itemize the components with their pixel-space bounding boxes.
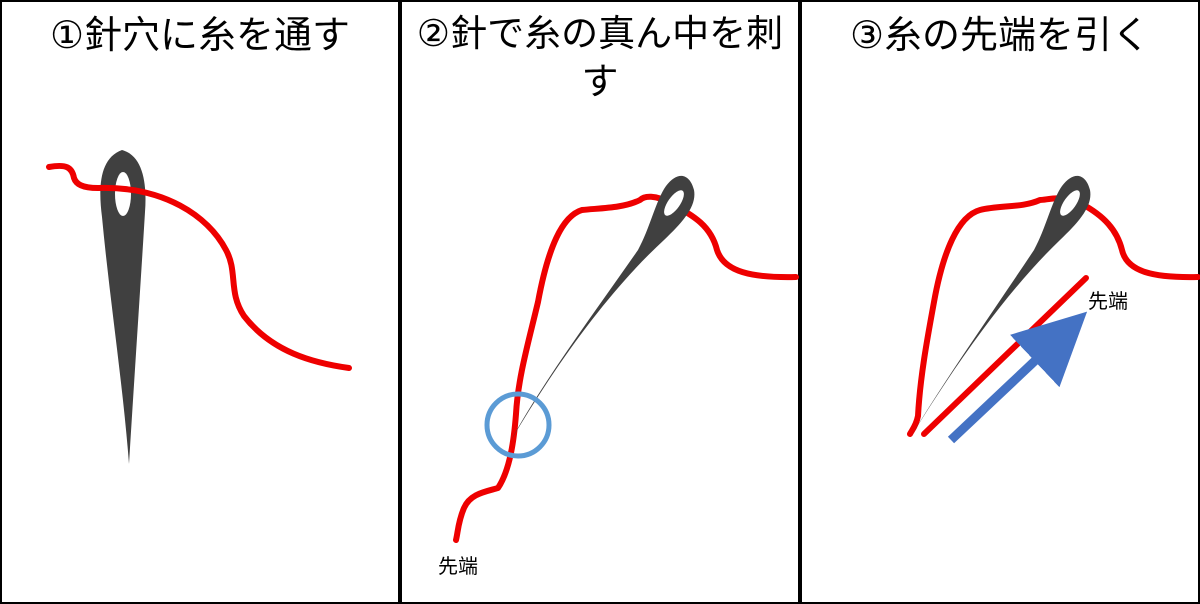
thread-line	[453, 193, 799, 543]
thread-tip-label: 先端	[438, 554, 478, 578]
thread-tip-label: 先端	[1088, 289, 1128, 313]
step-title-1: ①針穴に糸を通す	[49, 13, 351, 57]
thread-back-segment	[46, 162, 101, 191]
thread-line	[95, 184, 352, 371]
needle-eye	[664, 190, 684, 216]
needle-body	[910, 175, 1091, 439]
step-title-3: ③糸の先端を引く	[849, 13, 1151, 57]
pull-arrow	[947, 311, 1088, 444]
step-panel-2: ②針で糸の真ん中を刺 す 先端	[400, 0, 800, 604]
thread-tip-line	[921, 275, 1089, 437]
needle-body	[510, 175, 695, 443]
step-3-illustration	[907, 175, 1200, 444]
thread-line	[907, 195, 1200, 437]
needle-eye	[115, 172, 131, 216]
step-title-2: ②針で糸の真ん中を刺 す	[416, 12, 784, 103]
step-panel-1: ①針穴に糸を通す	[0, 0, 400, 604]
needle-body	[100, 150, 146, 464]
needle-icon	[100, 150, 146, 464]
needle-icon	[510, 175, 695, 443]
step-2-illustration	[453, 175, 799, 543]
needle-eye	[1060, 190, 1080, 216]
needle-icon	[910, 175, 1091, 439]
step-1-illustration	[46, 150, 352, 464]
highlight-circle	[484, 391, 552, 459]
step-panel-3: ③糸の先端を引く 先端	[800, 0, 1200, 604]
